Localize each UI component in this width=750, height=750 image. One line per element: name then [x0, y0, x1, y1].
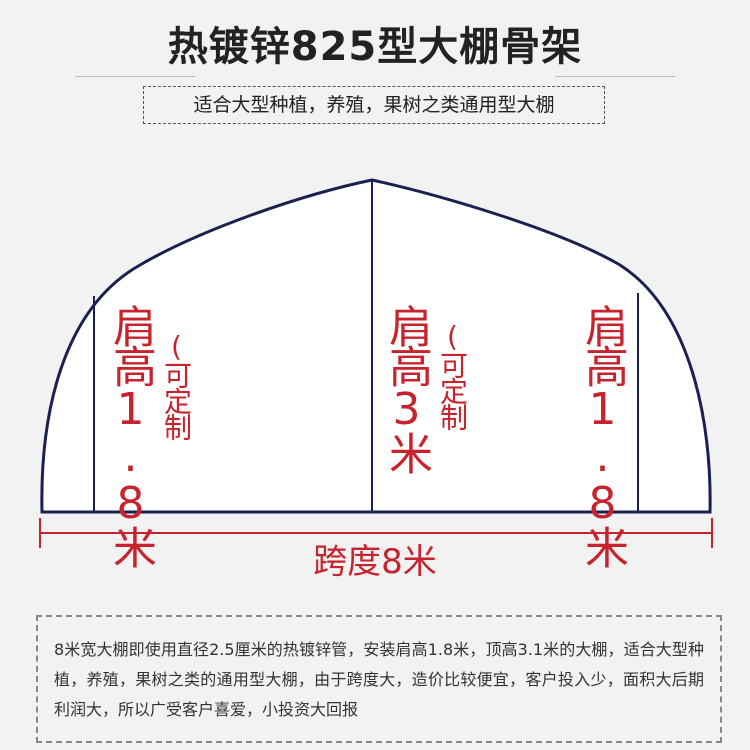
page-title: 热镀锌825型大棚骨架 — [167, 24, 583, 70]
center-customizable-label: (可定制 — [436, 320, 469, 429]
left-shoulder-label: 肩高1.8米 — [105, 304, 156, 565]
title-underline — [0, 76, 750, 77]
left-customizable-label: (可定制 — [160, 330, 193, 439]
subtitle-box: 适合大型种植，养殖，果树之类通用型大棚 — [143, 86, 605, 124]
description-box: 8米宽大棚即使用直径2.5厘米的热镀锌管，安装肩高1.8米，顶高3.1米的大棚，… — [36, 615, 722, 743]
span-label: 跨度8米 — [313, 542, 437, 582]
right-shoulder-label: 肩高1.8米 — [577, 304, 628, 565]
center-height-label: 肩高3米 — [381, 304, 432, 471]
